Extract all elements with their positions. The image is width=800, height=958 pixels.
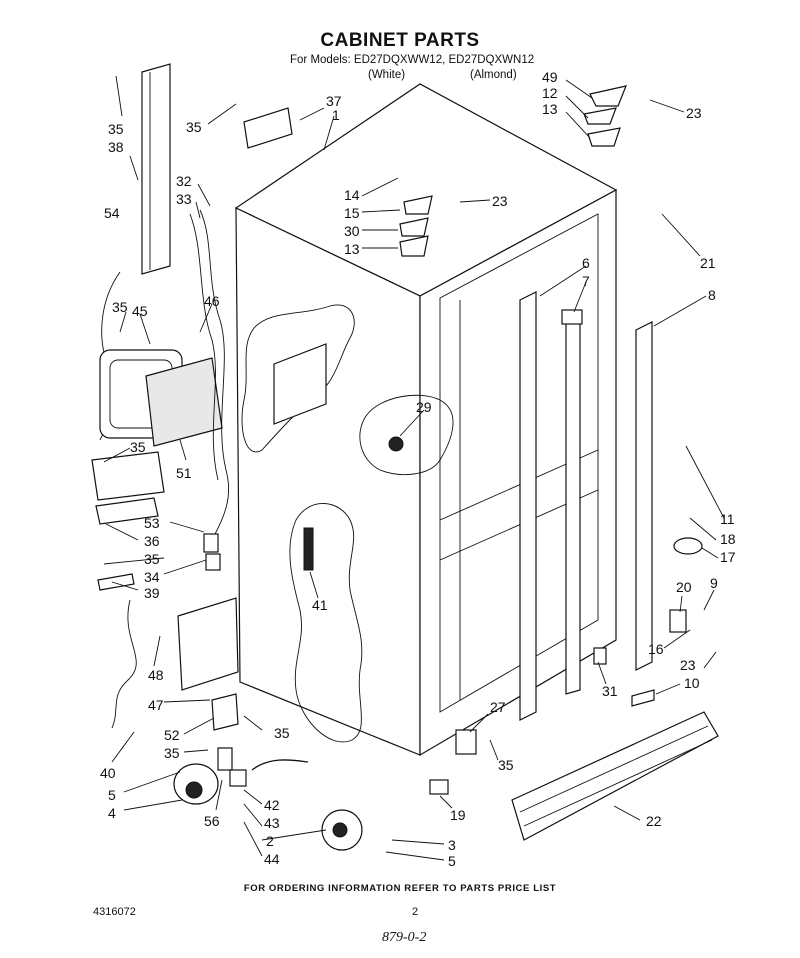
callout-10: 10 bbox=[684, 675, 700, 691]
callout-51: 51 bbox=[176, 465, 192, 481]
callout-35: 35 bbox=[164, 745, 180, 761]
callout-2: 2 bbox=[266, 833, 274, 849]
leader-lines bbox=[103, 75, 725, 861]
callout-40: 40 bbox=[100, 765, 116, 781]
callout-46: 46 bbox=[204, 293, 220, 309]
callout-35: 35 bbox=[130, 439, 146, 455]
callout-11: 11 bbox=[720, 511, 735, 527]
callout-35: 35 bbox=[144, 551, 160, 567]
callout-14: 14 bbox=[344, 187, 360, 203]
callout-16: 16 bbox=[648, 641, 664, 657]
callout-31: 31 bbox=[602, 683, 618, 699]
callout-9: 9 bbox=[710, 575, 718, 591]
callout-3: 3 bbox=[448, 837, 456, 853]
callout-39: 39 bbox=[144, 585, 160, 601]
callout-12: 12 bbox=[542, 85, 558, 101]
callout-13: 13 bbox=[344, 241, 360, 257]
callout-35: 35 bbox=[108, 121, 124, 137]
callout-20: 20 bbox=[676, 579, 692, 595]
callout-35: 35 bbox=[274, 725, 290, 741]
part-29-fitting bbox=[388, 436, 404, 452]
callout-48: 48 bbox=[148, 667, 164, 683]
callout-38: 38 bbox=[108, 139, 124, 155]
callout-19: 19 bbox=[450, 807, 466, 823]
callout-56: 56 bbox=[204, 813, 220, 829]
models-line: For Models: ED27DQXWW12, ED27DQXWN12 bbox=[290, 54, 535, 66]
callout-53: 53 bbox=[144, 515, 160, 531]
callout-43: 43 bbox=[264, 815, 280, 831]
document-number: 4316072 bbox=[93, 906, 136, 918]
callout-41: 41 bbox=[312, 597, 328, 613]
callout-35: 35 bbox=[498, 757, 514, 773]
callout-22: 22 bbox=[646, 813, 662, 829]
callout-18: 18 bbox=[720, 531, 736, 547]
handwritten-note: 879-0-2 bbox=[382, 930, 427, 945]
callout-23: 23 bbox=[492, 193, 508, 209]
callout-34: 34 bbox=[144, 569, 160, 585]
callout-30: 30 bbox=[344, 223, 360, 239]
color-white-label: (White) bbox=[368, 69, 406, 81]
page-number: 2 bbox=[412, 906, 419, 918]
cabinet-shell bbox=[234, 83, 618, 757]
callout-35: 35 bbox=[186, 119, 202, 135]
ordering-note: FOR ORDERING INFORMATION REFER TO PARTS … bbox=[243, 883, 557, 894]
callout-42: 42 bbox=[264, 797, 280, 813]
callout-52: 52 bbox=[164, 727, 180, 743]
callout-13: 13 bbox=[542, 101, 558, 117]
callout-32: 32 bbox=[176, 173, 192, 189]
callout-17: 17 bbox=[720, 549, 736, 565]
left-side-parts bbox=[91, 63, 363, 851]
part-41-coil bbox=[303, 527, 314, 571]
callout-6: 6 bbox=[582, 255, 590, 271]
callout-47: 47 bbox=[148, 697, 164, 713]
callout-27: 27 bbox=[490, 699, 506, 715]
right-side-parts bbox=[399, 85, 719, 841]
callout-45: 45 bbox=[132, 303, 148, 319]
callout-1: 1 bbox=[332, 107, 340, 123]
callout-54: 54 bbox=[104, 205, 120, 221]
callout-8: 8 bbox=[708, 287, 716, 303]
color-almond-label: (Almond) bbox=[470, 69, 517, 81]
callout-21: 21 bbox=[700, 255, 716, 271]
callout-15: 15 bbox=[344, 205, 360, 221]
callout-44: 44 bbox=[264, 851, 280, 867]
callout-5: 5 bbox=[448, 853, 456, 869]
callout-36: 36 bbox=[144, 533, 160, 549]
page-title: CABINET PARTS bbox=[320, 30, 480, 51]
callout-4: 4 bbox=[108, 805, 116, 821]
callout-29: 29 bbox=[416, 399, 432, 415]
callout-35: 35 bbox=[112, 299, 128, 315]
callout-33: 33 bbox=[176, 191, 192, 207]
callout-23: 23 bbox=[680, 657, 696, 673]
callout-5: 5 bbox=[108, 787, 116, 803]
callout-37: 37 bbox=[326, 93, 342, 109]
callout-labels: 35 38 35 37 1 32 33 54 35 45 46 35 51 53… bbox=[100, 69, 736, 869]
callout-49: 49 bbox=[542, 69, 558, 85]
callout-7: 7 bbox=[582, 273, 590, 289]
callout-23: 23 bbox=[686, 105, 702, 121]
